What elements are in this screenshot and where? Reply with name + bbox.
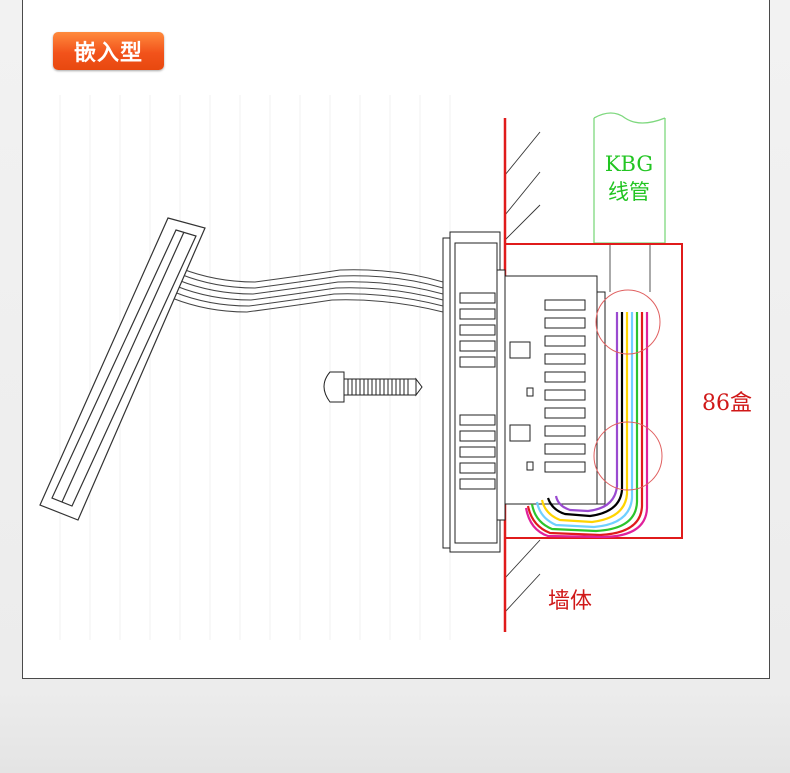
- wall-hatching: [504, 131, 541, 613]
- screw: [323, 371, 423, 403]
- wire-highlight-circles: [593, 289, 663, 491]
- ribbon-cable: [171, 267, 444, 313]
- kbg-conduit-label: KBG 线管: [594, 150, 664, 206]
- wall-label: 墙体: [548, 589, 593, 614]
- front-panel: [39, 217, 206, 521]
- wire-bundle: [524, 312, 649, 539]
- conduit-pipe: [609, 243, 651, 292]
- kbg-label-line2: 线管: [608, 180, 650, 204]
- junction-box-label: 86盒: [702, 391, 752, 416]
- kbg-label-line1: KBG: [604, 152, 654, 176]
- module-fins: [459, 292, 586, 490]
- title-badge: 嵌入型: [53, 32, 164, 70]
